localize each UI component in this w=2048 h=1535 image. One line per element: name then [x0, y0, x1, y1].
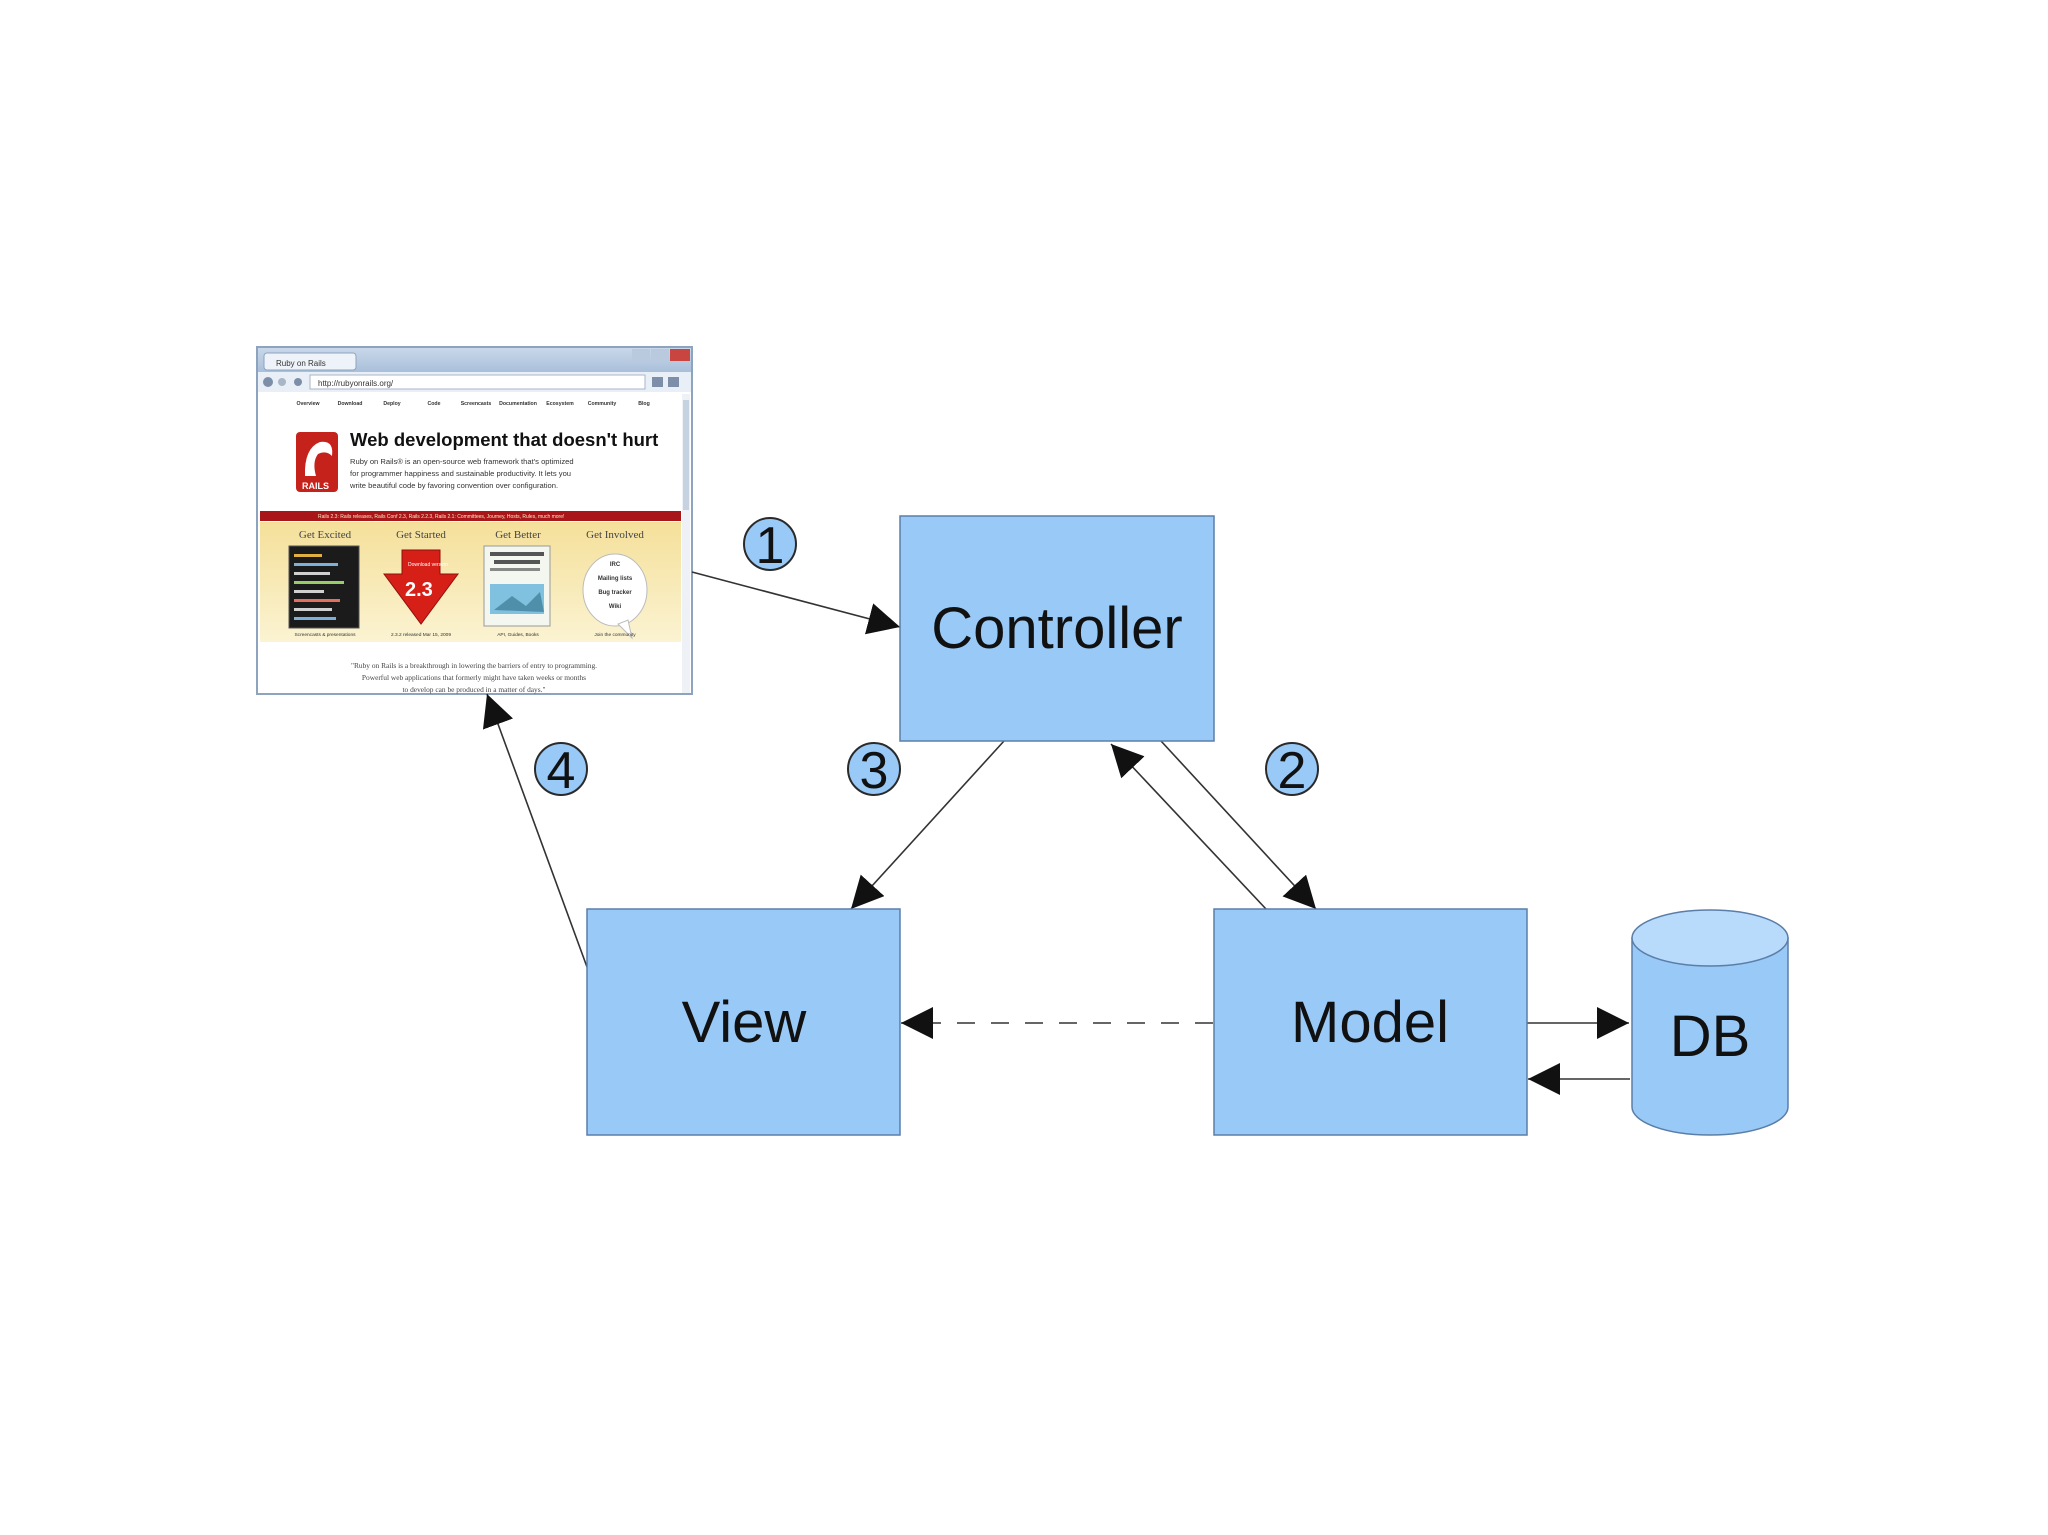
reload-icon[interactable]: [294, 378, 302, 386]
step-badge-4: 4: [534, 742, 588, 800]
db-cylinder: DB: [1631, 909, 1789, 1136]
step-number-2: 2: [1278, 742, 1307, 800]
column-link[interactable]: 2.3.2 released Mar 15, 2009: [391, 632, 451, 638]
nav-item[interactable]: Ecosystem: [546, 401, 574, 407]
quote-line: Powerful web applications that formerly …: [362, 673, 586, 682]
step-number-1: 1: [756, 517, 785, 575]
nav-item[interactable]: Deploy: [383, 401, 400, 407]
window-maximize-button[interactable]: [651, 349, 669, 361]
site-intro: Ruby on Rails® is an open-source web fra…: [349, 457, 574, 490]
download-version: 2.3: [405, 579, 433, 601]
forward-icon[interactable]: [278, 378, 286, 386]
site-nav: Overview Download Deploy Code Screencasts Doc…: [296, 401, 649, 407]
rails-logo-text: RAILS: [302, 481, 329, 491]
rails-logo: RAILS: [296, 432, 338, 492]
nav-item[interactable]: Blog: [638, 401, 650, 407]
browser-window: Ruby on Rails http://rubyonrails.org/ Ov…: [256, 346, 693, 695]
nav-item[interactable]: Overview: [296, 401, 320, 407]
site-quote: "Ruby on Rails is a breakthrough in lowe…: [351, 661, 597, 694]
column-headings: Get Excited Get Started Get Better Get Invo…: [299, 529, 644, 541]
download-label: Download version: [408, 562, 448, 568]
step-badge-3: 3: [847, 742, 901, 800]
step-number-3: 3: [860, 742, 889, 800]
browser-scrollbar[interactable]: [682, 394, 690, 693]
involved-item[interactable]: Wiki: [609, 604, 622, 610]
intro-line: for programmer happiness and sustainable…: [350, 469, 571, 478]
column-heading: Get Better: [495, 529, 541, 541]
involved-item[interactable]: Bug tracker: [598, 590, 632, 596]
browser-tab[interactable]: [263, 352, 357, 371]
news-banner: [260, 511, 681, 521]
book-cover-image[interactable]: [483, 545, 551, 627]
site-headline: Web development that doesn't hurt: [350, 429, 658, 450]
controller-node: Controller: [899, 515, 1215, 742]
model-node: Model: [1213, 908, 1528, 1136]
column-link[interactable]: Join the community: [594, 632, 636, 638]
step-badge-2: 2: [1265, 742, 1319, 800]
browser-tab-title: Ruby on Rails: [276, 359, 326, 368]
quote-line: "Ruby on Rails is a breakthrough in lowe…: [351, 661, 597, 670]
arrow-controller-to-view: [850, 740, 1005, 910]
quote-line: to develop can be produced in a matter o…: [403, 685, 546, 694]
arrow-model-to-controller: [1110, 743, 1267, 910]
model-label: Model: [1291, 990, 1449, 1055]
address-bar-url: http://rubyonrails.org/: [318, 379, 394, 388]
download-arrow-icon[interactable]: Download version 2.3: [383, 549, 459, 625]
window-close-button[interactable]: [670, 349, 690, 361]
column-links: Screencasts & presentations 2.3.2 release…: [294, 632, 636, 638]
intro-line: Ruby on Rails® is an open-source web fra…: [350, 457, 574, 466]
intro-line: write beautiful code by favoring convent…: [349, 481, 558, 490]
address-bar[interactable]: [309, 374, 646, 390]
step-badge-1: 1: [743, 517, 797, 575]
column-heading: Get Involved: [586, 529, 644, 541]
involved-item[interactable]: IRC: [610, 562, 621, 568]
view-node: View: [586, 908, 901, 1136]
controller-label: Controller: [931, 596, 1182, 661]
nav-item[interactable]: Download: [338, 401, 363, 407]
column-heading: Get Started: [396, 529, 446, 541]
nav-item[interactable]: Documentation: [499, 401, 537, 407]
nav-item[interactable]: Screencasts: [461, 401, 492, 407]
screencast-thumbnail[interactable]: [288, 545, 360, 629]
involved-item[interactable]: Mailing lists: [598, 576, 633, 582]
arrow-view-to-browser: [482, 693, 588, 968]
back-icon[interactable]: [263, 377, 273, 387]
nav-item[interactable]: Code: [428, 401, 441, 407]
page-menu-icon[interactable]: [652, 377, 663, 387]
db-label: DB: [1670, 1004, 1751, 1069]
step-number-4: 4: [547, 742, 576, 800]
column-link[interactable]: API, Guides, Books: [497, 632, 539, 638]
nav-item[interactable]: Community: [588, 401, 617, 407]
column-link[interactable]: Screencasts & presentations: [294, 632, 356, 638]
view-label: View: [682, 990, 808, 1055]
news-banner-text[interactable]: Rails 2.3: Rails releases, Rails Conf 2.…: [318, 514, 564, 520]
tools-menu-icon[interactable]: [668, 377, 679, 387]
column-heading: Get Excited: [299, 529, 352, 541]
window-minimize-button[interactable]: [632, 349, 650, 361]
arrow-browser-to-controller: [691, 571, 901, 635]
arrow-controller-to-model: [1160, 740, 1317, 910]
browser-scrollbar-thumb[interactable]: [683, 400, 689, 510]
